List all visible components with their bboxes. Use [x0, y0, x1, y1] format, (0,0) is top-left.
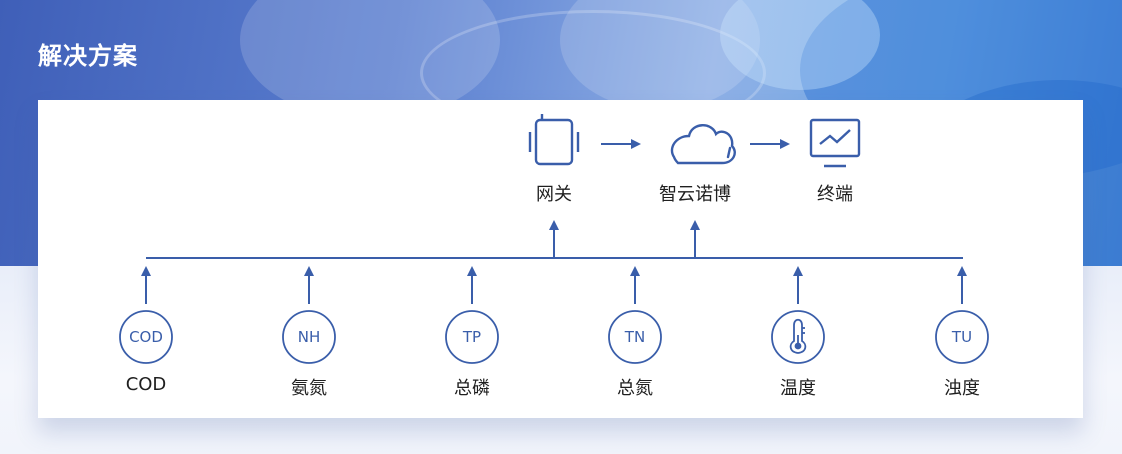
sensor-code-tp: TP [462, 328, 482, 346]
sensor-label-cod: COD [125, 374, 167, 395]
gateway-icon [528, 114, 580, 166]
sensor-code-cod: COD [129, 328, 163, 346]
sensor-arrows [141, 266, 967, 304]
sensor-code-tn: TN [624, 328, 646, 346]
sensor-label-ammonia: 氨氮 [291, 378, 327, 399]
cloud-icon [670, 124, 736, 165]
page-title: 解决方案 [38, 42, 138, 70]
terminal-label: 终端 [817, 184, 853, 205]
sensor-circle-tn [608, 310, 662, 364]
sensor-code-nh: NH [297, 328, 321, 346]
sensor-label-nitrogen: 总氮 [617, 378, 653, 399]
sensor-circle-nh [282, 310, 336, 364]
sensor-circle-tu [935, 310, 989, 364]
sensor-label-temperature: 温度 [780, 378, 816, 399]
sensor-label-turbidity: 浊度 [944, 378, 980, 399]
sensor-circle-cod [119, 310, 173, 364]
diagram-canvas [119, 114, 989, 364]
sensor-label-phosphorus: 总磷 [454, 378, 490, 399]
sensor-circle-tp [445, 310, 499, 364]
sensor-circle-temperature [771, 310, 825, 364]
sensor-code-tu: TU [951, 328, 973, 346]
gateway-label: 网关 [536, 184, 572, 205]
monitor-icon [809, 118, 861, 168]
solution-diagram-card: 网关 智云诺博 终端 COD NH TP TN TU COD 氨氮 总磷 总氮 … [38, 100, 1083, 418]
thermometer-icon [789, 318, 807, 354]
cloud-platform-label: 智云诺博 [659, 184, 731, 205]
